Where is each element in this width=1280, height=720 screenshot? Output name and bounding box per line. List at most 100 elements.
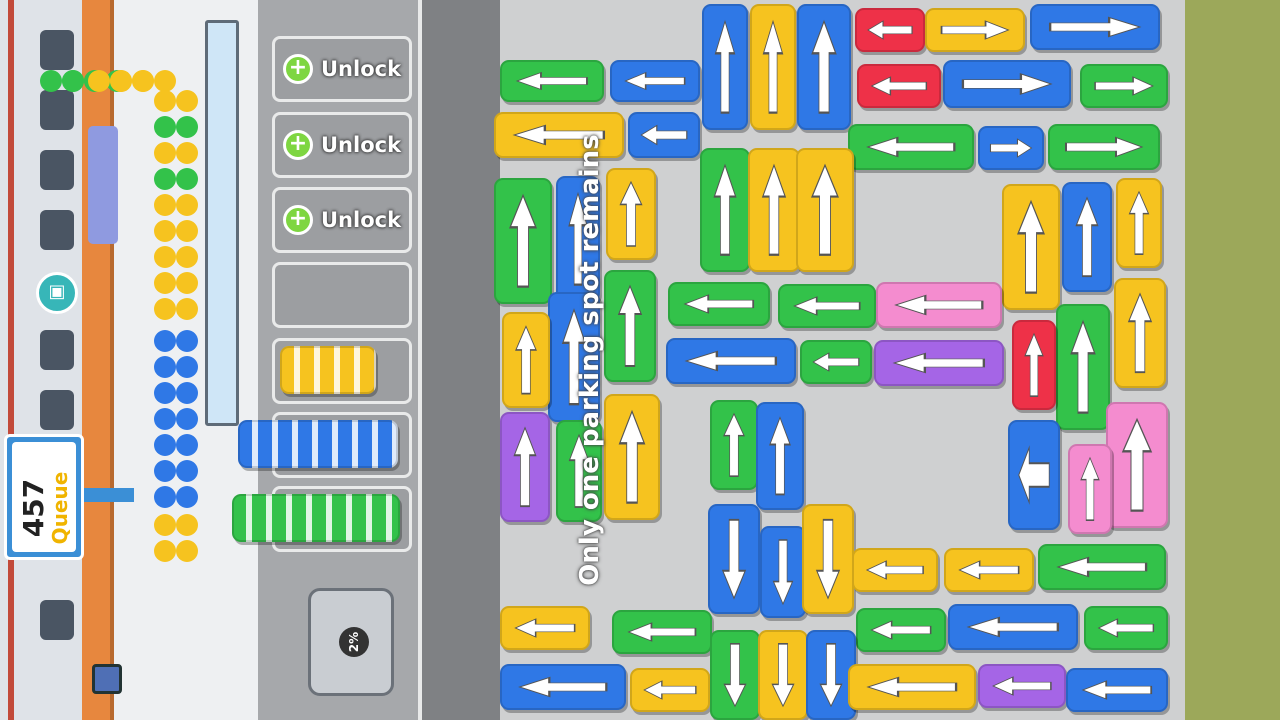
hint-banner: Only one parking spot remains — [560, 80, 620, 640]
passenger — [154, 434, 176, 456]
vehicle-green-down[interactable] — [710, 630, 760, 720]
arrow-down-icon — [714, 510, 754, 608]
vehicle-blue-right[interactable] — [943, 60, 1071, 108]
arrow-up-icon — [610, 400, 654, 514]
empty-parking-slot — [272, 262, 412, 328]
vehicle-yellow-down[interactable] — [802, 504, 854, 614]
vehicle-yellow-left[interactable] — [944, 548, 1034, 592]
vehicle-green-left[interactable] — [668, 282, 770, 326]
vehicle-pink-up[interactable] — [1068, 444, 1112, 534]
passenger — [154, 272, 176, 294]
arrow-left-icon — [858, 554, 932, 586]
vehicle-green-left[interactable] — [848, 124, 974, 170]
vehicle-red-up[interactable] — [1012, 320, 1056, 410]
unlock-slot-1-button[interactable]: + Unlock — [272, 36, 412, 102]
vehicle-green-right[interactable] — [1080, 64, 1168, 108]
vehicle-green-left[interactable] — [800, 340, 872, 384]
vehicle-purple-left[interactable] — [978, 664, 1066, 708]
vehicle-yellow-left[interactable] — [630, 668, 710, 712]
passenger — [154, 460, 176, 482]
arrow-up-icon — [762, 408, 798, 504]
vehicle-yellow-left[interactable] — [848, 664, 976, 710]
vehicle-blue-right[interactable] — [978, 126, 1044, 170]
vehicle-blue-left[interactable] — [500, 664, 626, 710]
vehicle-green-right[interactable] — [1048, 124, 1160, 170]
vehicle-purple-left[interactable] — [874, 340, 1004, 386]
vehicle-green-up[interactable] — [494, 178, 552, 304]
arrow-up-icon — [1068, 188, 1106, 286]
arrow-up-icon — [1062, 310, 1104, 424]
vehicle-blue-down[interactable] — [760, 526, 806, 618]
arrow-left-icon — [854, 130, 968, 164]
vehicle-blue-left[interactable] — [628, 112, 700, 158]
vehicle-yellow-left[interactable] — [500, 606, 590, 650]
vehicle-purple-up[interactable] — [500, 412, 550, 522]
vehicle-green-left[interactable] — [1038, 544, 1166, 590]
arrow-left-icon — [1014, 426, 1054, 524]
vehicle-green-up[interactable] — [556, 420, 602, 522]
arrow-up-icon — [1112, 408, 1162, 522]
arrow-down-icon — [716, 636, 754, 714]
arrow-left-icon — [1072, 674, 1162, 706]
vehicle-blue-left[interactable] — [1008, 420, 1060, 530]
vehicle-green-up[interactable] — [1056, 304, 1110, 430]
passenger — [154, 116, 176, 138]
vehicle-green-left[interactable] — [856, 608, 946, 652]
train-window — [40, 90, 74, 130]
vehicle-yellow-left[interactable] — [852, 548, 938, 592]
vehicle-green-left[interactable] — [1084, 606, 1168, 650]
vehicle-pink-up[interactable] — [1106, 402, 1168, 528]
vehicle-yellow-up[interactable] — [1116, 178, 1162, 268]
arrow-left-icon — [500, 118, 618, 152]
vehicle-red-left[interactable] — [857, 64, 941, 108]
vehicle-green-up[interactable] — [710, 400, 758, 490]
arrow-left-icon — [506, 612, 584, 644]
unlock-slot-2-button[interactable]: + Unlock — [272, 112, 412, 178]
vehicle-yellow-up[interactable] — [502, 312, 550, 408]
vehicle-blue-up[interactable] — [556, 176, 600, 302]
vehicle-blue-left[interactable] — [948, 604, 1078, 650]
arrow-up-icon — [803, 10, 845, 124]
vehicle-green-up[interactable] — [604, 270, 656, 382]
arrow-right-icon — [931, 14, 1019, 46]
passenger — [62, 70, 84, 92]
vehicle-green-left[interactable] — [500, 60, 604, 102]
platform-edge — [110, 0, 114, 720]
vehicle-yellow-up[interactable] — [750, 4, 796, 130]
passenger — [154, 356, 176, 378]
queue-counter: 457 Queue — [4, 434, 84, 560]
arrow-up-icon — [562, 426, 596, 516]
vehicle-blue-up[interactable] — [702, 4, 748, 130]
vehicle-red-left[interactable] — [855, 8, 925, 52]
vehicle-blue-up[interactable] — [548, 292, 600, 422]
vehicle-yellow-right[interactable] — [925, 8, 1025, 52]
vehicle-yellow-up[interactable] — [604, 394, 660, 520]
vehicle-yellow-up[interactable] — [606, 168, 656, 260]
vehicle-green-left[interactable] — [612, 610, 712, 654]
vehicle-blue-right[interactable] — [1030, 4, 1160, 50]
vehicle-blue-left[interactable] — [666, 338, 796, 384]
vehicle-blue-up[interactable] — [756, 402, 804, 510]
parked-yellow-car — [280, 346, 376, 394]
vehicle-blue-up[interactable] — [797, 4, 851, 130]
passenger — [154, 540, 176, 562]
vehicle-blue-down[interactable] — [806, 630, 856, 720]
vehicle-yellow-up[interactable] — [1114, 278, 1166, 388]
vehicle-yellow-down[interactable] — [758, 630, 808, 720]
passenger — [154, 90, 176, 112]
vehicle-yellow-left[interactable] — [494, 112, 624, 158]
vehicle-blue-down[interactable] — [708, 504, 760, 614]
vehicle-yellow-up[interactable] — [1002, 184, 1060, 310]
arrow-left-icon — [1044, 550, 1160, 584]
arrow-down-icon — [812, 636, 850, 714]
vehicle-yellow-up[interactable] — [748, 148, 800, 272]
vehicle-pink-left[interactable] — [876, 282, 1002, 328]
vehicle-green-left[interactable] — [778, 284, 876, 328]
vehicle-blue-left[interactable] — [610, 60, 700, 102]
vehicle-blue-left[interactable] — [1066, 668, 1168, 712]
vehicle-blue-up[interactable] — [1062, 182, 1112, 292]
vehicle-green-up[interactable] — [700, 148, 750, 272]
arrow-up-icon — [1120, 284, 1160, 382]
unlock-slot-3-button[interactable]: + Unlock — [272, 187, 412, 253]
vehicle-yellow-up[interactable] — [796, 148, 854, 272]
